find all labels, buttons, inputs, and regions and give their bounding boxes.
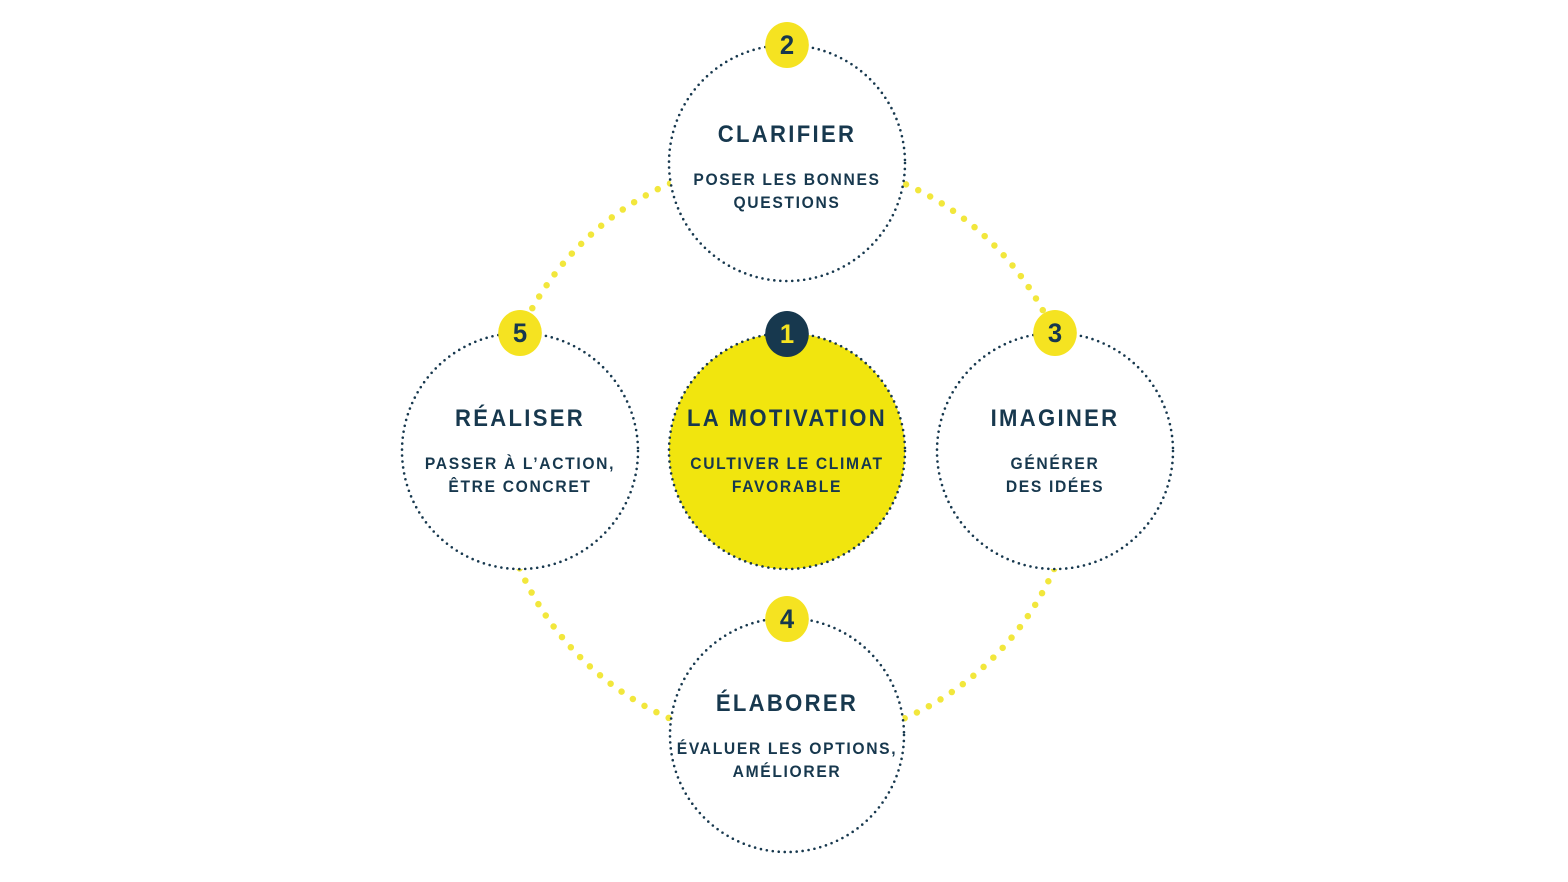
node-title: RÉALISER — [454, 405, 586, 433]
node-subtitle: PASSER À L’ACTION, ÊTRE CONCRET — [424, 454, 616, 497]
badge-step-5: 5 — [498, 310, 542, 356]
node-subtitle: ÉVALUER LES OPTIONS, AMÉLIORER — [676, 739, 898, 782]
node-title: LA MOTIVATION — [687, 405, 887, 433]
node-label-elaborer: ÉLABORER ÉVALUER LES OPTIONS, AMÉLIORER — [677, 690, 898, 784]
badge-step-1: 1 — [765, 311, 809, 357]
badge-step-2: 2 — [765, 22, 809, 68]
badge-step-3: 3 — [1033, 310, 1077, 356]
node-title: IMAGINER — [990, 405, 1120, 433]
node-subtitle: GÉNÉRER DES IDÉES — [1005, 454, 1105, 497]
node-title: CLARIFIER — [717, 121, 857, 149]
node-circle-clarifier — [667, 43, 907, 283]
node-label-imaginer: IMAGINER GÉNÉRER DES IDÉES — [991, 405, 1120, 499]
node-subtitle: POSER LES BONNES QUESTIONS — [693, 170, 881, 213]
node-label-realiser: RÉALISER PASSER À L’ACTION, ÊTRE CONCRET — [425, 405, 615, 499]
node-circle-imaginer — [935, 331, 1175, 571]
node-label-clarifier: CLARIFIER POSER LES BONNES QUESTIONS — [693, 121, 880, 215]
node-circle-motivation — [667, 331, 907, 571]
node-label-motivation: LA MOTIVATION CULTIVER LE CLIMAT FAVORAB… — [687, 405, 887, 499]
badge-step-4: 4 — [765, 596, 809, 642]
node-title: ÉLABORER — [715, 690, 859, 718]
node-subtitle: CULTIVER LE CLIMAT FAVORABLE — [690, 454, 884, 497]
node-circle-realiser — [400, 331, 640, 571]
